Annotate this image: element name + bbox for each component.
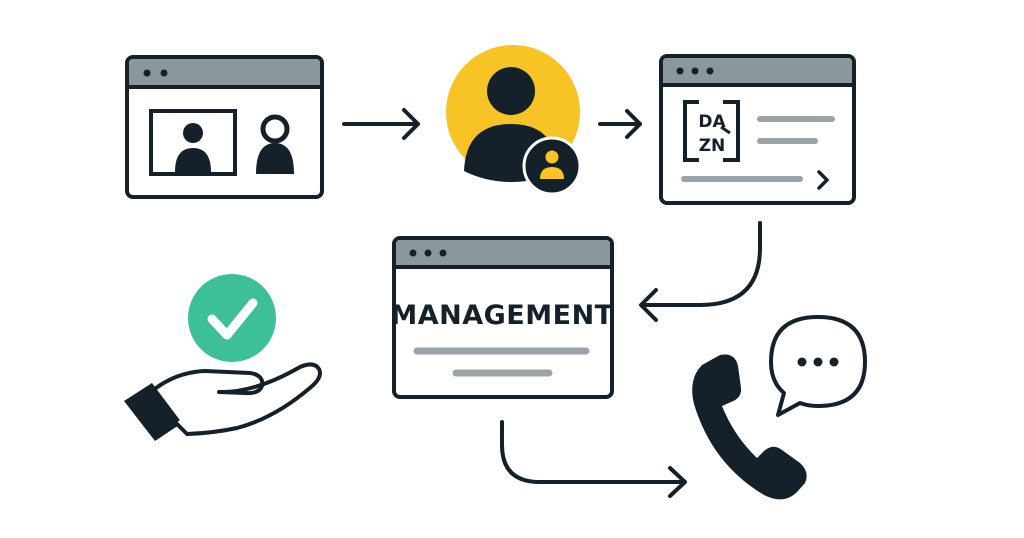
arrow-management-to-phone [500, 420, 687, 498]
management-window-icon: MANAGEMENT [390, 236, 614, 399]
management-title: MANAGEMENT [390, 300, 613, 331]
dazn-login-window-icon: DA ZN [659, 54, 856, 205]
video-call-window-icon [125, 55, 324, 199]
arrow-video-to-user [342, 108, 420, 140]
arrow-dazn-to-management [639, 221, 762, 322]
check-icon [188, 274, 276, 362]
speech-bubble-icon [769, 315, 867, 417]
hand-icon [124, 362, 322, 441]
dazn-logo-bottom: ZN [699, 136, 726, 156]
dazn-logo-top: DA [698, 112, 726, 132]
phone-icon [692, 354, 807, 500]
arrow-user-to-dazn [598, 109, 642, 139]
chevron-right-icon [817, 170, 829, 190]
sub-user-badge-icon [522, 136, 582, 196]
